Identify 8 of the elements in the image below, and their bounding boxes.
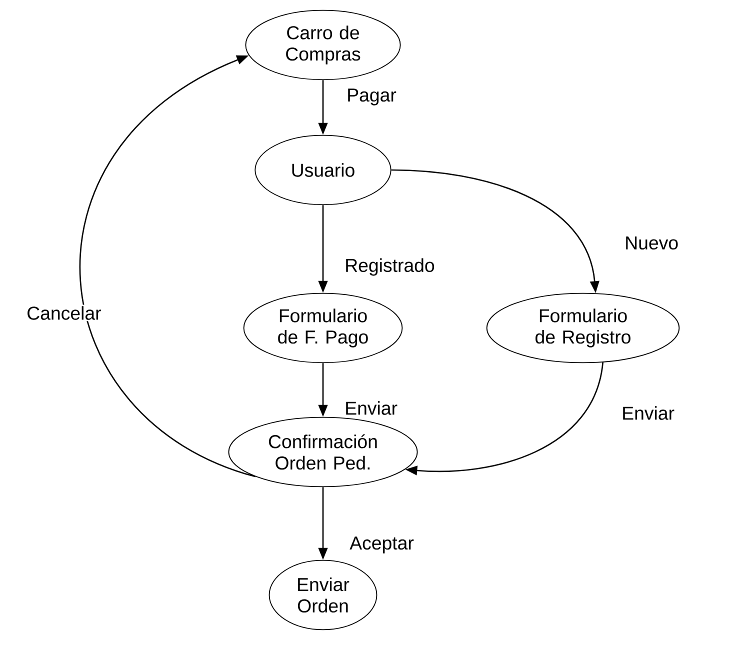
edge-label: Enviar [620,404,676,422]
edge-label: Cancelar [25,304,103,322]
edge-label: Aceptar [348,535,416,555]
arrow [80,55,256,478]
edge-label: Nuevo [623,235,680,251]
edge-label: Enviar [343,400,399,416]
edge-label: Pagar [345,87,398,107]
edge-label: Registrado [343,256,436,278]
